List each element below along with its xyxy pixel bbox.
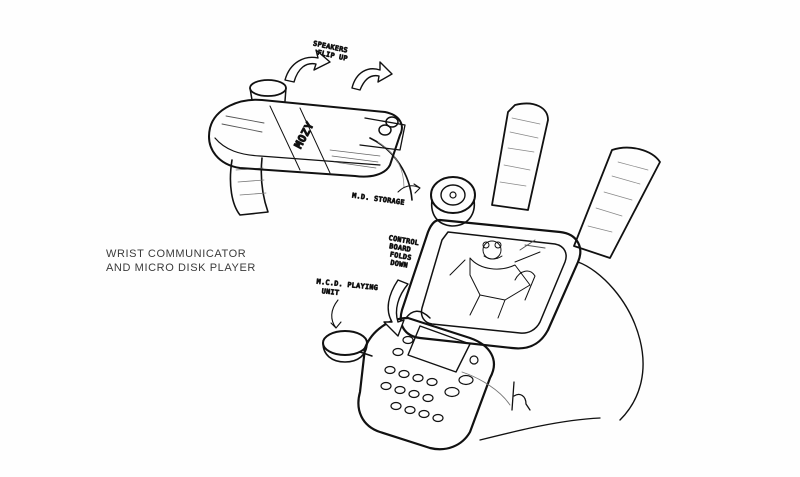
keypad-buttons xyxy=(380,335,479,423)
annotation-storage: M.D. STORAGE xyxy=(351,191,406,207)
caption-line-1: WRIST COMMUNICATOR xyxy=(106,248,247,260)
open-device-sketch xyxy=(322,102,661,451)
annotation-player: M.C.D. PLAYING UNIT xyxy=(316,277,379,297)
annotation-player-line-2: UNIT xyxy=(321,287,339,297)
closed-device-sketch: MOZY xyxy=(208,49,413,216)
annotation-keyboard: CONTROL BOARD FOLDS DOWN xyxy=(388,233,421,270)
screen-illustration xyxy=(449,239,546,319)
caption-block: WRIST COMMUNICATOR AND MICRO DISK PLAYER xyxy=(106,247,256,275)
annotation-storage-text: M.D. STORAGE xyxy=(352,191,406,206)
caption-line-2: AND MICRO DISK PLAYER xyxy=(106,262,256,274)
annotation-keyboard-line-4: DOWN xyxy=(390,259,409,270)
